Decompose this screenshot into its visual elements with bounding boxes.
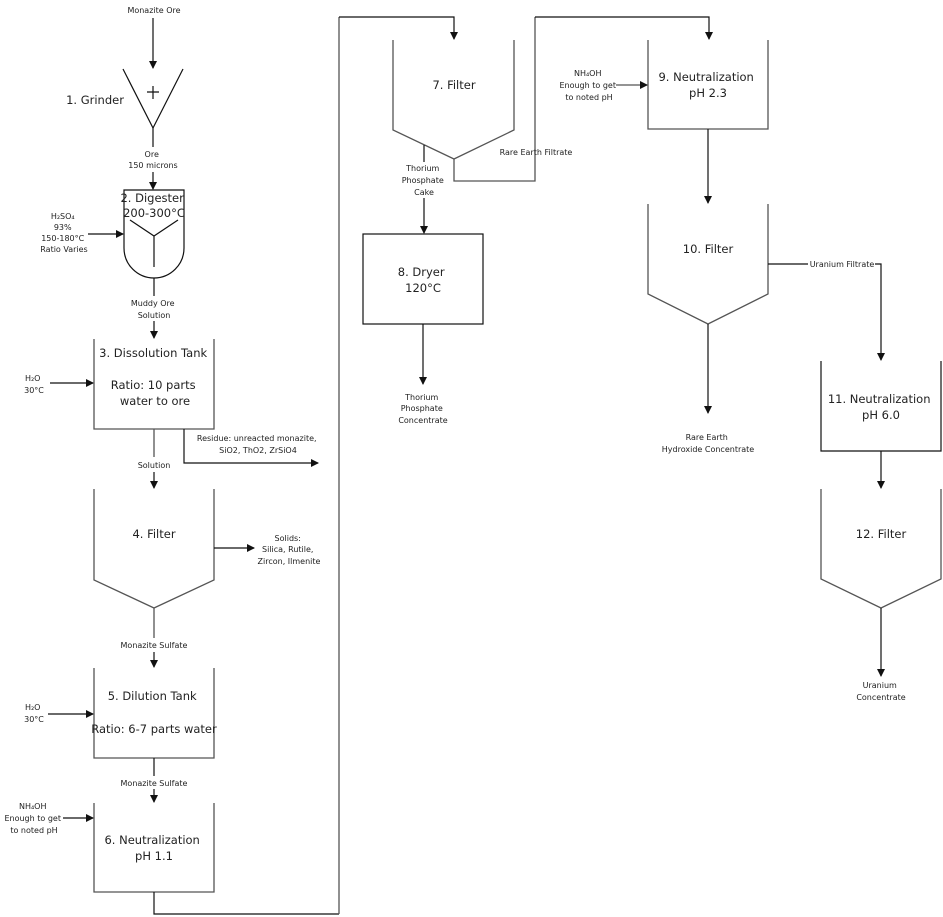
th-conc-label: Thorium Phosphate Concentrate (398, 393, 447, 425)
filter-12-shape[interactable] (820, 489, 942, 609)
filter-12-label: 12. Filter (856, 527, 907, 541)
filter-10-shape[interactable] (647, 204, 769, 325)
stream-re-filtrate-arrow (535, 16, 713, 40)
residue-label: Residue: unreacted monazite, SiO2, ThO2,… (197, 434, 319, 455)
grinder-unit[interactable] (122, 68, 184, 130)
dryer-shape[interactable] (362, 233, 484, 325)
neutralization-11-label: 11. Neutralization pH 6.0 (828, 392, 934, 422)
neutralization-11-shape[interactable] (820, 361, 942, 452)
re-conc-label: Rare Earth Hydroxide Concentrate (662, 433, 754, 454)
agitator-icon (129, 219, 179, 267)
neutralization-6-label: 6. Neutralization pH 1.1 (104, 833, 203, 863)
nh4oh9-label: NH₄OH Enough to get to noted pH (559, 69, 618, 102)
re-filtrate-label: Rare Earth Filtrate (500, 148, 573, 157)
water3-label: H₂O 30°C (24, 374, 44, 395)
sulfate2-label: Monazite Sulfate (121, 779, 188, 788)
filter-4-label: 4. Filter (132, 527, 175, 541)
u-conc-label: Uranium Concentrate (856, 681, 905, 702)
filter-7-shape[interactable] (392, 40, 515, 160)
stream-u-filtrate-arrow (875, 263, 885, 361)
digester-unit[interactable] (123, 189, 185, 279)
filter-4-shape[interactable] (93, 489, 215, 609)
dissolution-tank-label: 3. Dissolution Tank Ratio: 10 parts wate… (99, 346, 211, 408)
ground-ore-label: Ore 150 microns (128, 150, 177, 170)
digester-shape (123, 189, 185, 279)
feed-label: Monazite Ore (127, 6, 180, 15)
neutralization-6-shape[interactable] (93, 803, 215, 893)
filter-7-label: 7. Filter (432, 78, 475, 92)
dryer-label: 8. Dryer 120°C (398, 265, 448, 295)
digester-label: 2. Digester 200-300°C (120, 191, 187, 220)
neutralization-9-shape[interactable] (647, 40, 769, 130)
acid-label: H₂SO₄ 93% 150-180°C Ratio Varies (40, 212, 87, 254)
solution-label: Solution (138, 461, 171, 470)
solids-label: Solids: Silica, Rutile, Zircon, Ilmenite (258, 534, 321, 566)
cake-label: Thorium Phosphate Cake (402, 164, 447, 197)
stream-to-filter7-bottom (153, 892, 339, 915)
nh4oh6-label: NH₄OH Enough to get to noted pH (4, 802, 63, 835)
dilution-tank-label: 5. Dilution Tank Ratio: 6-7 parts water (91, 689, 217, 736)
sulfate1-label: Monazite Sulfate (121, 641, 188, 650)
neutralization-9-label: 9. Neutralization pH 2.3 (658, 70, 757, 100)
dilution-tank-shape[interactable] (93, 668, 215, 759)
stream-re-filtrate-line (453, 17, 536, 182)
u-filtrate-label: Uranium Filtrate (810, 260, 875, 269)
water5-label: H₂O 30°C (24, 703, 44, 724)
muddy-label: Muddy Ore Solution (131, 299, 177, 320)
stream-to-filter7-arrow (339, 16, 458, 40)
plus-icon (147, 86, 159, 99)
grinder-label: 1. Grinder (66, 93, 124, 107)
filter-10-label: 10. Filter (683, 242, 734, 256)
stream-residue-arrow (183, 429, 319, 467)
